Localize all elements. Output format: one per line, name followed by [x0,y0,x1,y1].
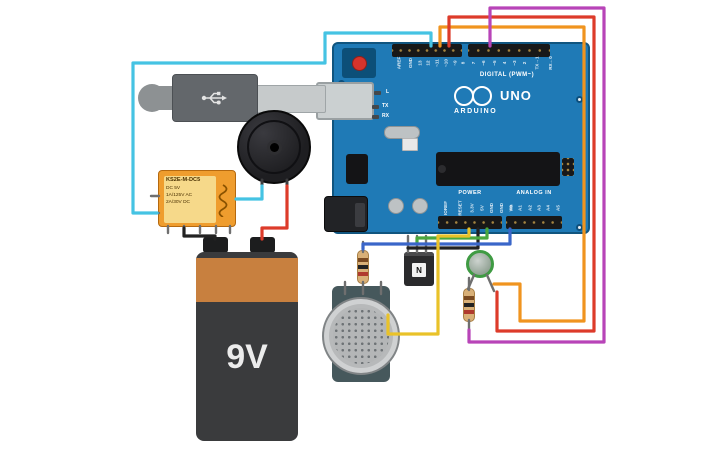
arduino-logo [454,86,474,106]
power-jack-opening [355,203,365,227]
voltage-regulator [346,154,368,184]
led-rx-indicator [372,115,379,119]
battery-terminal-cap-left[interactable] [203,237,228,253]
icsp-header[interactable] [562,158,574,176]
gas-sensor-mesh [333,308,389,364]
buzzer-hole [270,143,279,152]
mounting-hole [576,96,583,103]
reset-button[interactable] [342,48,376,78]
piezo-buzzer[interactable] [237,110,311,184]
transistor-label: N [416,265,422,275]
relay-coil-icon [218,184,228,217]
resistor-band [358,258,368,262]
led-rx-label: RX [382,113,389,119]
resistor-band [464,296,474,300]
led-tx-label: TX [382,103,389,109]
pin-label: A5 [554,205,560,211]
atmega-ic [436,152,560,186]
relay-pins-bottom [166,224,232,235]
mounting-hole [576,224,583,231]
usb-plug-tip [256,85,326,113]
npn-transistor[interactable]: N [404,252,434,286]
ic-notch [438,165,446,173]
arduino-logo [472,86,492,106]
digital-caption: DIGITAL (PWM~) [479,72,535,78]
resistor-band [358,265,368,269]
resistor[interactable] [463,288,475,322]
capacitor [412,198,428,214]
resistor-band [464,303,474,307]
resistor-band [464,310,474,314]
wire-red-battery-buzzer[interactable] [260,184,289,241]
resistor-band [358,272,368,276]
relay-label-area: KS2E-M-DC5 DC 5V 1A/125V AC 2A/30V DC [164,176,216,223]
led-l-indicator [374,91,381,95]
analog-header[interactable] [506,216,562,229]
transistor-leads [406,234,428,254]
relay-spec-1: DC 5V [166,186,181,191]
relay-spec-3: 2A/30V DC [166,200,190,205]
transistor-flat-top [404,252,434,256]
battery-terminal-cap-right[interactable] [250,237,275,253]
model-label: UNO [500,88,532,103]
led-tx-indicator [372,105,379,109]
analog-caption: ANALOG IN [516,190,552,196]
power-jack[interactable] [324,196,368,232]
transistor-label-box: N [412,263,426,277]
led-l-label: L [386,89,390,95]
battery-9v[interactable]: 9V [196,252,298,441]
power-caption: POWER [458,190,482,196]
green-led[interactable] [466,250,494,278]
wire-cyan-relay-buzzer[interactable] [234,184,264,201]
relay-spec-2: 1A/125V AC [166,193,193,198]
capacitor [388,198,404,214]
power-header[interactable] [438,216,502,229]
battery-band [196,258,298,302]
usb-icon [201,91,227,105]
battery-label: 9V [226,338,268,376]
relay-part-number: KS2E-M-DC5 [166,177,201,183]
usb-plug-body[interactable] [172,74,258,122]
brand-label: ARDUINO [454,108,498,115]
resistor[interactable] [357,250,369,284]
reset-button-cap[interactable] [352,56,367,71]
usb-controller-chip [402,138,418,151]
gas-sensor[interactable] [322,297,400,375]
pin-label: RX←0 [546,56,552,70]
relay[interactable]: KS2E-M-DC5 DC 5V 1A/125V AC 2A/30V DC [158,170,236,227]
pin-label: IOREF [442,200,448,216]
